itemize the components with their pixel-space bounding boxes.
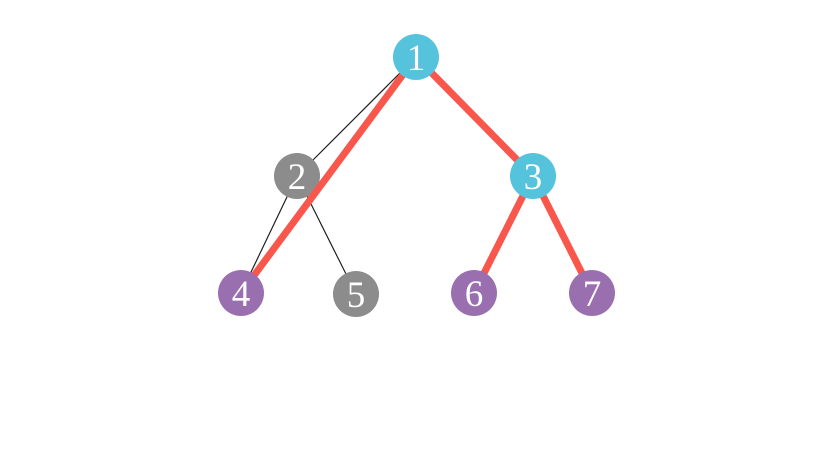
tree-node-7: 7: [569, 270, 615, 316]
node-label-3: 3: [524, 157, 543, 198]
tree-node-5: 5: [333, 271, 379, 317]
node-circle-7: [569, 270, 615, 316]
node-label-4: 4: [232, 274, 251, 315]
node-circle-1: [393, 34, 439, 80]
node-label-5: 5: [347, 275, 366, 316]
node-label-2: 2: [288, 157, 307, 198]
edge-1-4-highlighted: [238, 54, 419, 296]
tree-node-4: 4: [218, 270, 264, 316]
tree-node-3: 3: [510, 153, 556, 199]
node-circle-3: [510, 153, 556, 199]
node-label-6: 6: [465, 274, 484, 315]
edge-1-3-highlighted: [413, 54, 536, 179]
node-circle-4: [218, 270, 264, 316]
tree-node-2: 2: [274, 153, 320, 199]
tree-node-6: 6: [451, 270, 497, 316]
node-circle-5: [333, 271, 379, 317]
node-circle-2: [274, 153, 320, 199]
edge-1-2: [296, 56, 417, 177]
tree-node-1: 1: [393, 34, 439, 80]
node-circle-6: [451, 270, 497, 316]
node-label-7: 7: [583, 274, 602, 315]
node-label-1: 1: [407, 38, 426, 79]
